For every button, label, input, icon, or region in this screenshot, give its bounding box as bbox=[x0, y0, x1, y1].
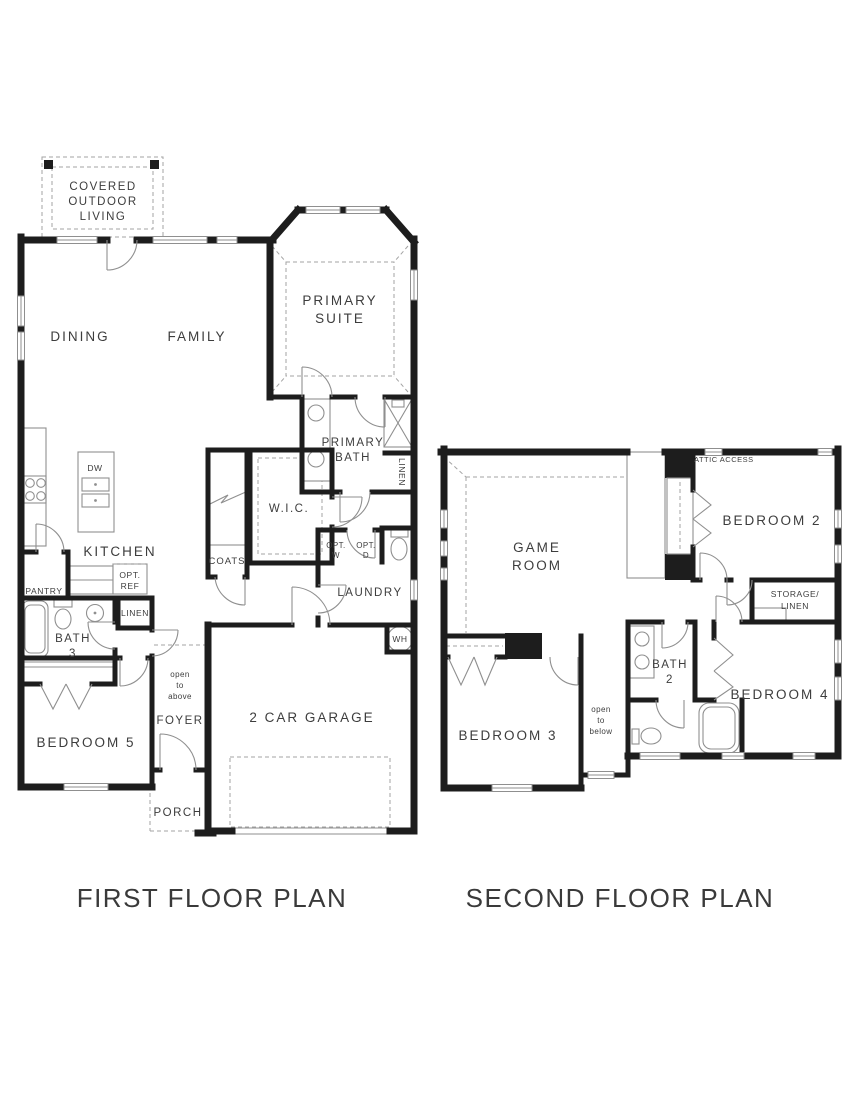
second-floor-interior-walls bbox=[441, 449, 841, 791]
toilet bbox=[631, 728, 640, 745]
bedroom4-closet-bifold-doors bbox=[713, 637, 734, 701]
primary-bath-fixtures bbox=[302, 398, 413, 561]
primary-bath-label: PRIMARY bbox=[322, 437, 385, 449]
primary-bath-label: BATH bbox=[335, 452, 371, 464]
storage-linen-label: LINEN bbox=[781, 601, 809, 611]
first-floor-doors bbox=[35, 239, 386, 771]
primary-suite-label: SUITE bbox=[315, 311, 365, 326]
garage-label: 2 CAR GARAGE bbox=[249, 710, 374, 725]
bath3-label: BATH bbox=[55, 633, 91, 645]
porch-outline bbox=[149, 772, 206, 832]
porch-post bbox=[150, 160, 159, 169]
stairs-second-floor bbox=[626, 451, 666, 579]
opt-washer-label: OPT. bbox=[326, 541, 345, 550]
kitchen-island bbox=[77, 451, 115, 533]
storage-linen-label: STORAGE/ bbox=[771, 589, 820, 599]
bath2-fixtures bbox=[629, 625, 740, 754]
opt-ref-label: OPT. bbox=[119, 570, 140, 580]
porch-label: PORCH bbox=[153, 807, 202, 819]
covered-outdoor-living-label: LIVING bbox=[80, 211, 127, 223]
bath2-label: 2 bbox=[666, 674, 674, 686]
first-floor-title: FIRST FLOOR PLAN bbox=[77, 883, 348, 913]
bedroom3-closet-bifold-doors bbox=[447, 656, 498, 687]
open-to-above-label: to bbox=[176, 681, 184, 690]
bath2-label: BATH bbox=[652, 659, 688, 671]
wic-shelving-outline bbox=[257, 457, 323, 555]
toilet bbox=[390, 529, 409, 538]
first-floor-plan: COVERED OUTDOOR LIVING DINING FAMILY PRI… bbox=[17, 156, 419, 837]
linen-hall-label: LINEN bbox=[121, 608, 149, 618]
open-to-above-label: open bbox=[170, 670, 189, 679]
game-room-ceiling-line bbox=[443, 456, 625, 633]
kitchen-counter bbox=[22, 427, 47, 547]
first-floor-labels: COVERED OUTDOOR LIVING DINING FAMILY PRI… bbox=[25, 181, 407, 819]
second-floor-title: SECOND FLOOR PLAN bbox=[466, 883, 775, 913]
bath3-fixtures bbox=[21, 599, 105, 658]
attic-access-label: ATTIC ACCESS bbox=[694, 455, 754, 464]
foyer-label: FOYER bbox=[156, 715, 203, 727]
optional-refrigerator bbox=[112, 563, 148, 595]
bedroom5-closet-bifold-doors bbox=[39, 683, 93, 711]
kitchen-counter-south bbox=[67, 565, 114, 595]
bedroom2-closet-bifold-doors bbox=[692, 489, 712, 548]
sink bbox=[307, 404, 325, 422]
second-floor-labels: GAME ROOM ATTIC ACCESS BEDROOM 2 STORAGE… bbox=[458, 455, 829, 743]
bedroom2-label: BEDROOM 2 bbox=[722, 513, 821, 528]
open-to-above-label: above bbox=[168, 692, 192, 701]
bedroom5-closet-shelf bbox=[24, 661, 113, 668]
second-floor-plan: GAME ROOM ATTIC ACCESS BEDROOM 2 STORAGE… bbox=[437, 445, 842, 792]
water-heater-label: WH bbox=[392, 634, 407, 644]
opt-dryer-label: OPT. bbox=[356, 541, 375, 550]
vanity-counter bbox=[629, 625, 655, 679]
stair-wall bbox=[665, 554, 693, 580]
laundry-label: LAUNDRY bbox=[337, 587, 402, 599]
dining-label: DINING bbox=[50, 329, 109, 344]
bedroom3-corner-wall bbox=[505, 633, 542, 659]
sink bbox=[634, 654, 650, 670]
bedroom5-label: BEDROOM 5 bbox=[36, 735, 135, 750]
game-room-label: ROOM bbox=[512, 558, 562, 573]
primary-suite-label: PRIMARY bbox=[302, 293, 377, 308]
opt-washer-label: W bbox=[332, 551, 340, 560]
sink bbox=[634, 631, 650, 647]
first-floor-interior-walls bbox=[18, 394, 417, 790]
primary-suite-ceiling-tray bbox=[271, 245, 409, 393]
covered-outdoor-living-label: OUTDOOR bbox=[68, 196, 137, 208]
toilet bbox=[53, 599, 73, 608]
family-label: FAMILY bbox=[167, 329, 226, 344]
bedroom2-closet bbox=[666, 477, 694, 555]
dishwasher-label: DW bbox=[87, 463, 102, 473]
open-to-below-label: below bbox=[590, 727, 613, 736]
bath3-label: 3 bbox=[69, 648, 77, 660]
stair-wall bbox=[665, 452, 693, 478]
bathtub bbox=[21, 600, 49, 658]
open-to-below-label: to bbox=[597, 716, 605, 725]
wic-label: W.I.C. bbox=[269, 503, 309, 515]
garage-door-panel bbox=[232, 827, 390, 835]
porch-post bbox=[44, 160, 53, 169]
pantry-label: PANTRY bbox=[25, 586, 62, 596]
first-floor-windows bbox=[17, 206, 418, 791]
game-room-label: GAME bbox=[513, 540, 561, 555]
second-floor-doors bbox=[549, 552, 753, 729]
second-floor-exterior-walls bbox=[437, 445, 842, 792]
kitchen-label: KITCHEN bbox=[83, 544, 156, 559]
linen-label: LINEN bbox=[397, 458, 407, 486]
opt-dryer-label: D bbox=[363, 551, 369, 560]
open-to-below-label: open bbox=[591, 705, 610, 714]
bedroom3-label: BEDROOM 3 bbox=[458, 728, 557, 743]
first-floor-exterior-walls bbox=[17, 205, 419, 837]
coats-label: COATS bbox=[208, 556, 245, 567]
stairs-first-floor bbox=[205, 451, 249, 546]
covered-outdoor-living-label: COVERED bbox=[69, 181, 136, 193]
second-floor-windows bbox=[440, 448, 842, 792]
opt-ref-label: REF bbox=[121, 581, 140, 591]
garage-door-outline bbox=[229, 756, 391, 828]
bedroom4-label: BEDROOM 4 bbox=[730, 687, 829, 702]
